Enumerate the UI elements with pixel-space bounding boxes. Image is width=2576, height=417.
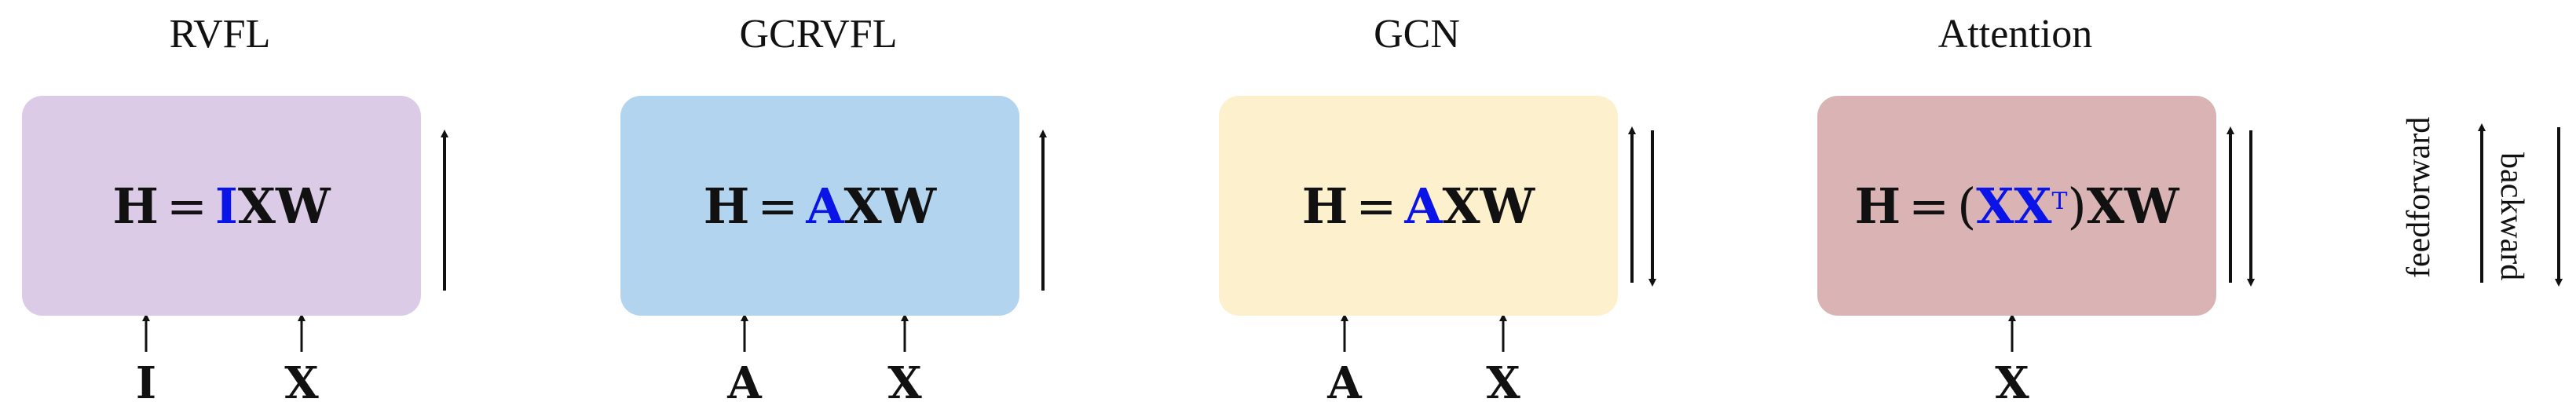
panel-title-gcrvfl: GCRVFL	[739, 12, 898, 57]
panel-box-rvfl	[22, 96, 421, 316]
input-label-gcn-0: A	[1327, 357, 1362, 409]
formula-rest: XW	[843, 177, 937, 235]
formula-lhs: H	[1301, 177, 1348, 235]
formula-open-paren: (	[1957, 177, 1977, 235]
panel-box-attention	[1817, 96, 2216, 316]
formula-transpose: T	[2051, 187, 2068, 215]
panel-title-rvfl: RVFL	[169, 12, 271, 57]
formula-rest: XW	[1442, 177, 1535, 235]
formula-lhs: H	[703, 177, 750, 235]
formula-eq: =	[1356, 177, 1397, 235]
formula-eq: =	[757, 177, 799, 235]
formula-gcrvfl: H = A XW	[620, 96, 1019, 316]
formula-rest: XW	[237, 177, 331, 235]
formula-rvfl: H = I XW	[22, 96, 421, 316]
input-label-rvfl-0: I	[135, 357, 157, 409]
formula-gcn: H = A XW	[1219, 96, 1618, 316]
input-label-gcrvfl-0: A	[727, 357, 762, 409]
legend-feedforward-label: feedforward	[2401, 116, 2437, 278]
formula-lhs: H	[1854, 177, 1901, 235]
formula-highlight: A	[1404, 177, 1443, 235]
formula-eq: =	[166, 177, 207, 235]
formula-eq: =	[1908, 177, 1950, 235]
formula-highlight: XX	[1976, 177, 2052, 235]
legend-backward-label: backward	[2494, 152, 2530, 281]
formula-close-paren: )	[2067, 177, 2087, 235]
panel-box-gcn	[1219, 96, 1618, 316]
panel-title-gcn: GCN	[1374, 12, 1460, 57]
input-label-rvfl-1: X	[284, 357, 319, 409]
formula-rest: XW	[2086, 177, 2179, 235]
panel-box-gcrvfl	[620, 96, 1019, 316]
input-label-gcn-1: X	[1486, 357, 1520, 409]
input-label-attention-0: X	[1995, 357, 2029, 409]
formula-highlight: A	[806, 177, 844, 235]
input-label-gcrvfl-1: X	[887, 357, 922, 409]
formula-highlight: I	[214, 177, 238, 235]
panel-title-attention: Attention	[1937, 12, 2093, 57]
formula-lhs: H	[112, 177, 159, 235]
